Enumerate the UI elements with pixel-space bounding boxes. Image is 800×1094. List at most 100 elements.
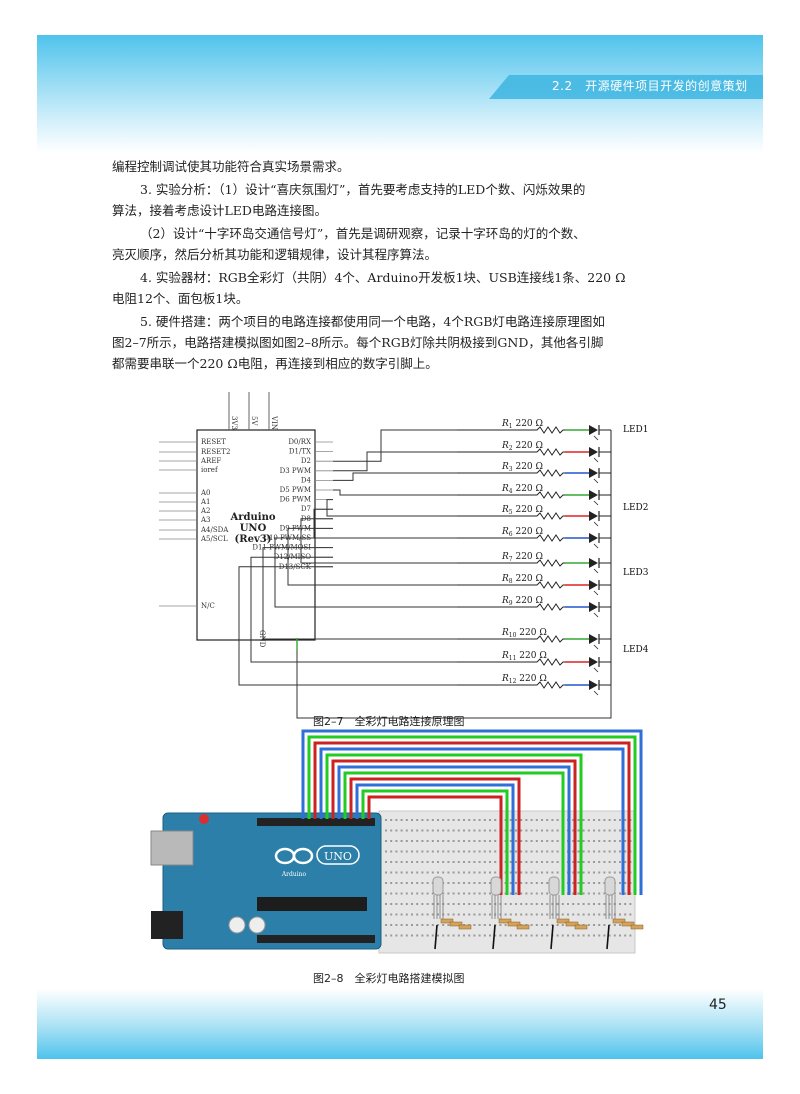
breadboard-hole [447,882,450,884]
right-pin-label: D2 [301,457,311,465]
breadboard-hole [400,913,403,916]
breadboard-hole [546,903,549,905]
breadboard-hole [577,840,580,842]
breadboard-hole [619,882,621,884]
breadboard-hole [504,924,507,926]
breadboard-hole [457,934,460,937]
breadboard-hole [598,903,601,905]
breadboard-hole [603,924,606,926]
breadboard-hole [515,934,517,937]
breadboard-hole [551,819,554,821]
breadboard-hole [577,861,580,863]
breadboard-hole [624,882,627,884]
breadboard-hole [619,850,621,853]
breadboard-hole [525,871,528,874]
resistor-label: R9 220 Ω [501,596,543,607]
resistor-label: R11 220 Ω [501,651,547,662]
breadboard-hole [535,871,538,874]
breadboard-hole [556,934,559,937]
breadboard-hole [421,892,424,895]
breadboard-hole [535,934,538,937]
breadboard-hole [587,829,590,832]
right-pin-label: D0/RX [288,438,311,446]
resistor [565,921,579,927]
breadboard-hole [499,924,502,926]
breadboard-hole [509,819,512,821]
breadboard-hole [437,871,439,874]
breadboard-hole [598,850,601,853]
breadboard-hole [577,913,580,916]
breadboard-hole [530,861,533,863]
breadboard-hole [593,871,595,874]
breadboard-hole [541,829,543,832]
breadboard-hole [478,903,481,905]
analog-header [257,935,375,943]
breadboard-hole [447,934,450,937]
breadboard-hole [603,819,606,821]
breadboard-hole [608,903,611,905]
breadboard-hole [405,840,408,842]
breadboard-hole [478,871,481,874]
arduino-brand-text: Arduino [281,871,307,878]
breadboard-hole [520,829,523,832]
breadboard-hole [515,913,517,916]
breadboard-hole [593,861,595,863]
breadboard-hole [551,861,554,863]
breadboard-hole [416,892,419,895]
breadboard-hole [457,850,460,853]
microcontroller-chip [257,897,367,911]
left-pin-label: AREF [200,457,221,465]
breadboard-hole [452,850,455,853]
breadboard-hole [447,819,450,821]
breadboard-hole [587,903,590,905]
resistor-row: R10 220 Ω [457,628,611,650]
breadboard-hole [546,882,549,884]
breadboard-hole [405,924,408,926]
breadboard-hole [509,892,512,895]
led-diode-symbol [589,657,598,667]
breadboard-hole [463,871,465,874]
breadboard-hole [489,840,491,842]
breadboard-hole [551,850,554,853]
breadboard-hole [452,829,455,832]
breadboard-hole [447,871,450,874]
resistor-row: R8 220 Ω [457,574,611,596]
breadboard-hole [530,840,533,842]
breadboard-hole [520,850,523,853]
figure1-caption: 图2–7 全彩灯电路连接原理图 [313,715,465,728]
breadboard-hole [483,882,486,884]
breadboard-hole [421,819,424,821]
resistor-row: R6 220 Ω [457,527,611,549]
breadboard-hole [395,840,398,842]
breadboard-hole [452,840,455,842]
breadboard-hole [421,840,424,842]
resistor-symbol [457,658,589,666]
breadboard-hole [437,934,439,937]
breadboard-hole [483,861,486,863]
breadboard-hole [431,840,434,842]
breadboard-hole [447,861,450,863]
breadboard-hole [556,871,559,874]
reset-button [199,814,209,824]
breadboard-hole [598,882,601,884]
breadboard-hole [608,924,611,926]
breadboard-hole [463,829,465,832]
breadboard-hole [530,924,533,926]
signal-wire [238,566,457,686]
breadboard-hole [509,829,512,832]
breadboard-hole [416,850,419,853]
breadboard-hole [603,840,606,842]
breadboard-hole [619,819,621,821]
breadboard-hole [405,850,408,853]
breadboard-hole [530,934,533,937]
breadboard-hole [608,840,611,842]
resistor [516,924,530,930]
breadboard-hole [400,882,403,884]
breadboard-hole [437,840,439,842]
breadboard-hole [541,882,543,884]
breadboard-hole [457,871,460,874]
breadboard-hole [530,882,533,884]
resistor-label: R3 220 Ω [501,462,543,473]
breadboard-hole [411,913,413,916]
breadboard-hole [478,924,481,926]
